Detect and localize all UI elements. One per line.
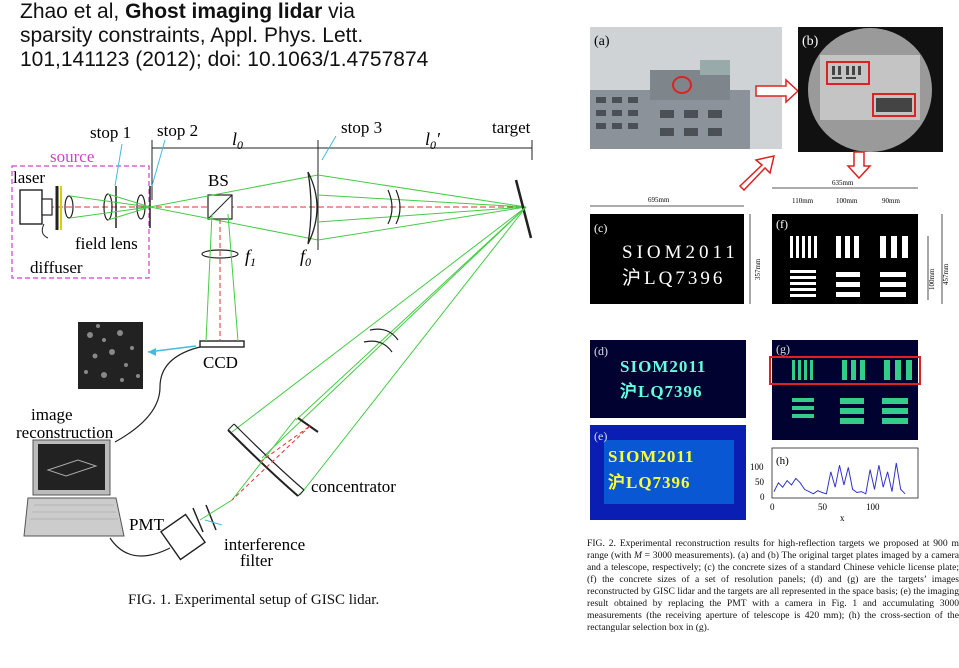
label-stop2: stop 2 [157, 121, 198, 140]
citation-line3: 101,141123 (2012); doi: 10.1063/1.475787… [20, 48, 429, 71]
label-pmt: PMT [129, 515, 165, 534]
label-reconstruction: reconstruction [16, 423, 114, 442]
chart-h-series-line [773, 462, 906, 495]
dim-f-90: 90mm [882, 197, 900, 205]
label-image: image [31, 405, 73, 424]
label-filter: filter [240, 551, 273, 570]
label-stop3: stop 3 [341, 118, 382, 137]
label-target: target [492, 118, 531, 137]
label-l0-prime: l0′ [425, 129, 441, 152]
panel-label-h: (h) [776, 455, 789, 467]
chart-h-xtick: 0 [770, 502, 775, 512]
panel-label-b: (b) [802, 34, 819, 49]
dim-c-width: 695mm [648, 196, 670, 204]
label-source: source [50, 147, 94, 166]
panel-label-c: (c) [594, 221, 607, 235]
label-ccd: CCD [203, 353, 238, 372]
label-f1: f1 [245, 246, 256, 269]
panel-label-e: (e) [594, 429, 607, 443]
label-laser: laser [13, 168, 45, 187]
recon-plate-line1: SIOM2011 [620, 357, 706, 376]
label-concentrator: concentrator [311, 477, 396, 496]
dim-f-457: 457mm [942, 263, 950, 285]
panel-label-d: (d) [594, 344, 608, 358]
paper-title: Ghost imaging lidar [125, 0, 323, 23]
label-diffuser: diffuser [30, 258, 83, 277]
panel-label-g: (g) [776, 342, 790, 356]
label-field-lens: field lens [75, 234, 138, 253]
label-f0: f0 [300, 246, 311, 269]
camera-plate-line1: SIOM2011 [608, 447, 694, 466]
label-l0: l0 [232, 129, 243, 152]
chart-h-xtick: 50 [818, 502, 828, 512]
label-stop1: stop 1 [90, 123, 131, 142]
dim-f-100: 100mm [836, 197, 858, 205]
chart-h-ytick: 50 [755, 477, 765, 487]
chart-h-ytick: 100 [750, 462, 764, 472]
fig2-caption: FIG. 2. Experimental reconstruction resu… [587, 538, 959, 633]
chart-h-xlabel: x [840, 513, 845, 523]
label-bs: BS [208, 171, 229, 190]
dim-f-100v: 100mm [928, 268, 936, 290]
chart-h-frame [771, 447, 919, 499]
plate-line1: SIOM2011 [622, 242, 739, 263]
recon-plate-line2: 沪LQ7396 [620, 381, 703, 401]
fig1-caption: FIG. 1. Experimental setup of GISC lidar… [128, 592, 380, 608]
plate-line2: 沪LQ7396 [622, 267, 725, 289]
panel-label-a: (a) [594, 34, 610, 49]
chart-h-xtick: 100 [866, 502, 880, 512]
panel-label-f: (f) [776, 217, 788, 231]
camera-plate-line2: 沪LQ7396 [608, 472, 691, 492]
chart-h-ytick: 0 [760, 492, 765, 502]
citation-line2: sparsity constraints, Appl. Phys. Lett. [20, 24, 364, 47]
citation-header: Zhao et al, Ghost imaging lidar via spar… [20, 0, 540, 72]
dim-f-width: 635mm [832, 179, 854, 187]
dim-c-height: 357mm [754, 258, 762, 280]
dim-f-110: 110mm [792, 197, 814, 205]
label-interference: interference [224, 535, 305, 554]
